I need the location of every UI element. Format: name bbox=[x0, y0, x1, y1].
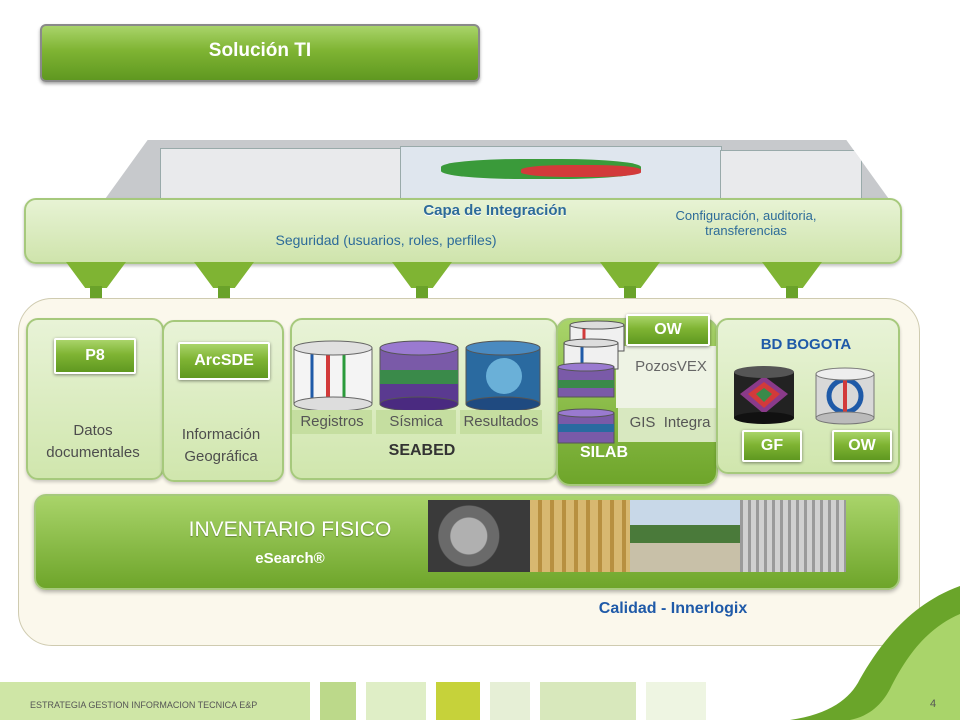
footer-text: ESTRATEGIA GESTION INFORMACION TECNICA E… bbox=[30, 700, 258, 710]
connector-funnel bbox=[194, 262, 254, 308]
silab-ow-button[interactable]: OW bbox=[626, 314, 710, 346]
gf-button[interactable]: GF bbox=[742, 430, 802, 462]
bogota-ow-button[interactable]: OW bbox=[832, 430, 892, 462]
page-title: Solución TI bbox=[208, 40, 312, 61]
arcsde-line-1: Información bbox=[181, 426, 261, 443]
silab-gis-integra: GIS Integra bbox=[629, 414, 711, 431]
sismica-cylinder-icon bbox=[379, 340, 459, 412]
silab-db-icon bbox=[557, 408, 615, 444]
screen-window-left bbox=[160, 148, 412, 204]
arcsde-line-2: Geográfica bbox=[184, 448, 258, 465]
silab-text-area bbox=[616, 346, 716, 408]
seabed-label-sismica: Sísmica bbox=[376, 410, 456, 434]
silab-name: SILAB bbox=[580, 444, 628, 461]
p8-line-1: Datos bbox=[73, 422, 113, 439]
footer-strip bbox=[0, 682, 310, 720]
page-number: 4 bbox=[930, 698, 937, 710]
config-line-1: Configuración, auditoria, bbox=[675, 208, 817, 223]
footer-strip bbox=[540, 682, 636, 720]
facility-photo bbox=[630, 500, 740, 572]
geoframe-icon bbox=[734, 366, 794, 424]
silab-pozosvex: PozosVEX bbox=[635, 358, 707, 375]
resultados-cylinder-icon bbox=[465, 340, 541, 412]
decorative-swoosh bbox=[790, 586, 960, 720]
bd-bogota-title: BD BOGOTA bbox=[760, 336, 852, 353]
seabed-name: SEABED bbox=[388, 442, 456, 459]
footer-strip bbox=[436, 682, 480, 720]
integration-layer-title: Capa de Integración bbox=[423, 202, 567, 219]
screen-window-map bbox=[400, 146, 722, 204]
seabed-label-registros: Registros bbox=[292, 410, 372, 434]
integration-layer bbox=[24, 198, 902, 264]
arcsde-button[interactable]: ArcSDE bbox=[178, 342, 270, 380]
footer-strip bbox=[490, 682, 530, 720]
footer-strip bbox=[320, 682, 356, 720]
inventory-subtitle: eSearch® bbox=[255, 550, 325, 567]
application-screenshot bbox=[100, 140, 894, 206]
silab-db-icon bbox=[557, 362, 615, 398]
vault-door-photo bbox=[428, 500, 530, 572]
silab-gis-area bbox=[618, 408, 718, 442]
footer-strip bbox=[646, 682, 706, 720]
screen-map-red bbox=[521, 165, 641, 177]
title-box: Solución TI bbox=[40, 24, 480, 82]
p8-line-2: documentales bbox=[46, 444, 140, 461]
seabed-label-resultados: Resultados bbox=[460, 410, 542, 434]
config-text: Configuración, auditoria, transferencias bbox=[636, 208, 856, 238]
openworks-icon bbox=[815, 367, 875, 425]
shelving-photo bbox=[530, 500, 630, 572]
config-line-2: transferencias bbox=[705, 223, 787, 238]
p8-button[interactable]: P8 bbox=[54, 338, 136, 374]
arcsde-description: Información Geográfica bbox=[162, 424, 280, 468]
screen-window-right bbox=[720, 150, 862, 204]
p8-description: Datos documentales bbox=[26, 420, 160, 464]
archive-rack-photo bbox=[740, 500, 846, 572]
registros-cylinder-icon bbox=[293, 340, 373, 412]
security-text: Seguridad (usuarios, roles, perfiles) bbox=[275, 232, 497, 248]
connector-funnel bbox=[392, 262, 452, 308]
quality-text: Calidad - Innerlogix bbox=[598, 600, 748, 617]
inventory-title: INVENTARIO FISICO bbox=[188, 518, 392, 541]
footer-strip bbox=[366, 682, 426, 720]
